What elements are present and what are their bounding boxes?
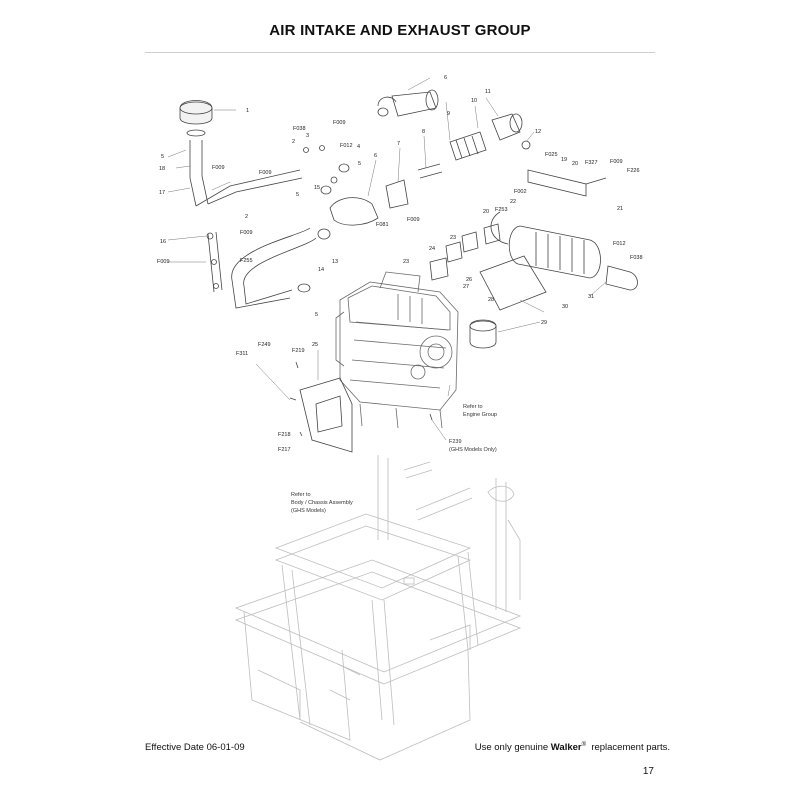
callout-f009: F009 <box>259 170 272 176</box>
callout-f009: F009 <box>407 217 420 223</box>
callout-1: 1 <box>246 108 249 114</box>
callout-18: 18 <box>159 166 165 172</box>
callout-21: 21 <box>617 206 623 212</box>
callout-f009: F009 <box>240 230 253 236</box>
f239-note-line-2: (GHS Models Only) <box>449 447 497 453</box>
callout-26: 26 <box>466 277 472 283</box>
callout-f009: F009 <box>333 120 346 126</box>
callout-31: 31 <box>588 294 594 300</box>
callout-f249: F249 <box>258 342 271 348</box>
footer-prefix: Use only genuine <box>474 742 549 754</box>
callout-f009: F009 <box>610 159 623 165</box>
callout-f009: F009 <box>157 259 170 265</box>
callout-5: 5 <box>161 154 164 160</box>
title-divider <box>145 52 655 53</box>
callout-12: 12 <box>535 129 541 135</box>
callout-2: 2 <box>245 214 248 220</box>
callout-3: 3 <box>306 133 309 139</box>
callout-27: 27 <box>463 284 469 290</box>
footer-suffix: replacement parts. <box>591 742 670 754</box>
callout-10: 10 <box>471 98 477 104</box>
engine-group-note-line-1: Refer to <box>463 404 483 410</box>
callout-4: 4 <box>357 144 360 150</box>
callout-f327: F327 <box>585 160 598 166</box>
brand-name: Walker <box>550 742 582 754</box>
callout-f038: F038 <box>293 126 306 132</box>
callout-15: 15 <box>314 185 320 191</box>
callout-23: 23 <box>450 235 456 241</box>
leader-lines <box>167 77 607 441</box>
callout-5: 5 <box>315 312 318 318</box>
chassis-note-line-3: (GHS Models) <box>291 508 326 514</box>
parts-drawing <box>179 89 638 453</box>
callout-19: 19 <box>561 157 567 163</box>
chassis-frame-drawing <box>234 455 522 761</box>
chassis-note-line-2: Body / Chassis Assembly <box>291 500 353 506</box>
chassis-note-line-1: Refer to <box>291 492 311 498</box>
callout-23: 23 <box>403 259 409 265</box>
callout-7: 7 <box>397 141 400 147</box>
callout-11: 11 <box>485 89 491 95</box>
registered-mark: ® <box>581 742 587 748</box>
reference-notes: Refer to Engine Group F239 (GHS Models O… <box>291 404 497 514</box>
callout-6: 6 <box>444 75 447 81</box>
footer-notice: Use only genuine Walker® replacement par… <box>475 742 670 753</box>
callout-17: 17 <box>159 190 165 196</box>
f239-note-line-1: F239 <box>449 439 462 445</box>
callout-20: 20 <box>572 161 578 167</box>
callout-5: 5 <box>296 192 299 198</box>
page-title: AIR INTAKE AND EXHAUST GROUP <box>269 22 531 39</box>
engine-block-drawing <box>335 271 459 429</box>
callout-f009: F009 <box>212 165 225 171</box>
callout-6: 6 <box>374 153 377 159</box>
callout-28: 28 <box>488 297 494 303</box>
callout-20: 20 <box>483 209 489 215</box>
callout-8: 8 <box>422 129 425 135</box>
callout-f311: F311 <box>236 351 248 357</box>
callout-25: 25 <box>312 342 318 348</box>
callout-14: 14 <box>318 267 324 273</box>
callout-f218: F218 <box>278 432 291 438</box>
callout-29: 29 <box>541 320 547 326</box>
callout-labels: 1 2 2 3 4 5 5 5 5 6 6 7 8 9 10 11 12 13 … <box>157 75 643 453</box>
callout-30: 30 <box>562 304 568 310</box>
callout-13: 13 <box>332 259 338 265</box>
callout-f002: F002 <box>514 189 527 195</box>
effective-date: Effective Date 06-01-09 <box>145 742 245 753</box>
callout-5: 5 <box>358 161 361 167</box>
callout-16: 16 <box>160 239 166 245</box>
callout-f217: F217 <box>278 447 291 453</box>
callout-f038: F038 <box>630 255 643 261</box>
callout-f226: F226 <box>627 168 640 174</box>
callout-f081: F081 <box>376 222 389 228</box>
callout-22: 22 <box>510 199 516 205</box>
callout-2: 2 <box>292 139 295 145</box>
engine-group-note-line-2: Engine Group <box>463 412 497 418</box>
page-number: 17 <box>642 766 654 777</box>
callout-f025: F025 <box>545 152 558 158</box>
callout-f219: F219 <box>292 348 305 354</box>
callout-f012: F012 <box>613 241 626 247</box>
callout-24: 24 <box>429 246 435 252</box>
callout-f253: F253 <box>495 207 508 213</box>
callout-9: 9 <box>447 111 450 117</box>
callout-f012: F012 <box>340 143 353 149</box>
callout-f255: F255 <box>240 258 253 264</box>
